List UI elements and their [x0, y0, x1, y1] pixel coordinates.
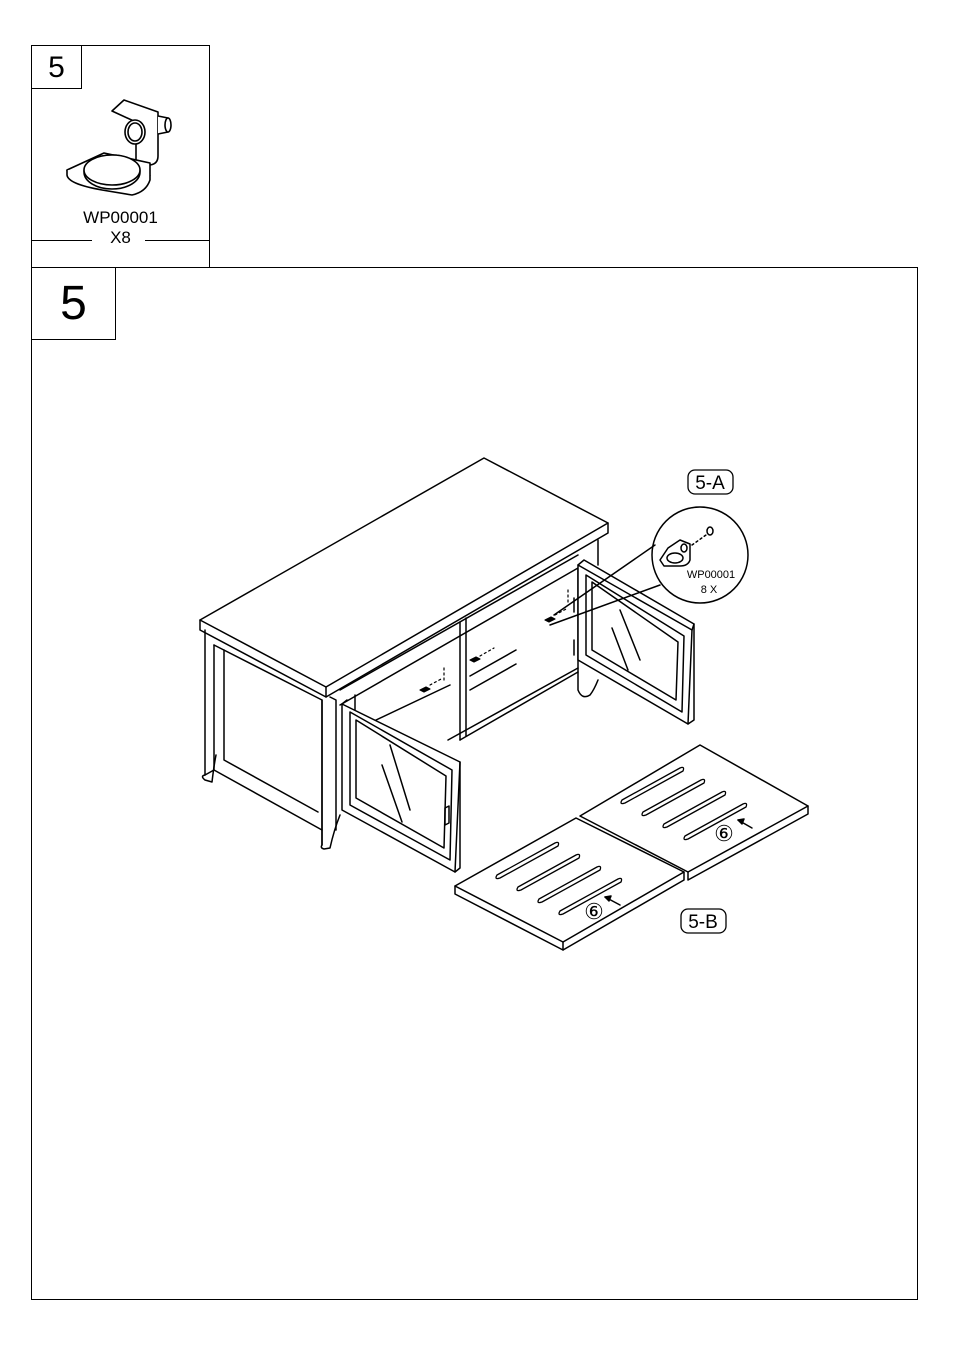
inset-part-code: WP00001 — [687, 569, 735, 581]
shelf-ref-left: ⑥ — [584, 899, 604, 924]
cabinet-top — [200, 458, 608, 697]
left-glass-door — [342, 700, 460, 872]
inset-quantity: 8 X — [701, 584, 718, 596]
shelf-ref-right: ⑥ — [714, 821, 734, 846]
callout-5A-label: 5-A — [695, 473, 725, 494]
callout-5B-label: 5-B — [688, 912, 718, 933]
